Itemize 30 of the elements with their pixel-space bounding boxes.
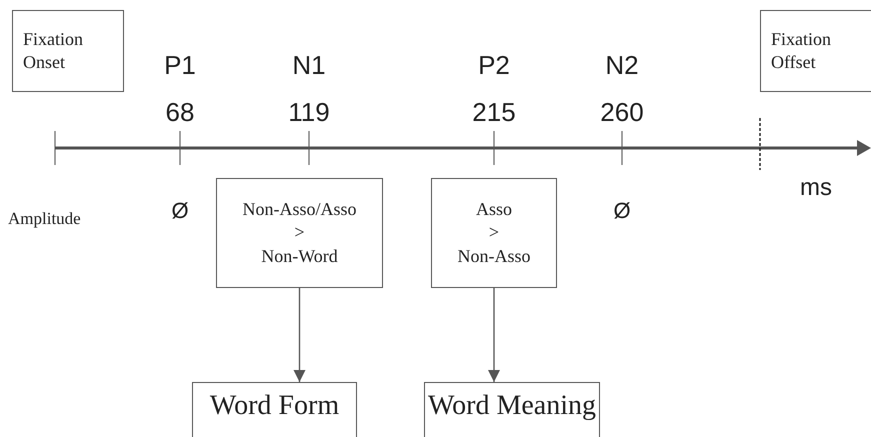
box-text: Non-Word [261,244,338,268]
box-text: Word Meaning [428,389,596,423]
peak-label: N1 [292,52,326,78]
text-box [12,10,124,92]
box-text: > [294,221,305,244]
text-box [431,178,557,288]
text-box [424,382,600,437]
latency-value: 260 [600,99,644,125]
peak-label: P2 [478,52,510,78]
box-text: Asso [476,198,512,221]
text-box [192,382,357,437]
box-text: Fixation Onset [23,28,84,74]
box-text: Non-Asso/Asso [242,198,356,221]
box-text: Word Form [210,389,340,423]
text-box [216,178,383,288]
arrow [294,288,306,382]
latency-value: 68 [166,99,194,125]
row-label: Amplitude [8,210,81,227]
arrow [488,288,500,382]
box-text: Fixation Offset [771,28,832,74]
latency-value: 215 [472,99,516,125]
peak-label: P1 [164,52,196,78]
latency-value: 119 [288,99,330,125]
peak-label: N2 [605,52,639,78]
text-box [760,10,871,92]
empty-set-symbol: Ø [171,200,189,222]
unit-label: ms [800,176,832,200]
empty-set-symbol: Ø [613,200,631,222]
box-text: > [488,221,500,244]
box-text: Non-Asso [457,244,530,268]
